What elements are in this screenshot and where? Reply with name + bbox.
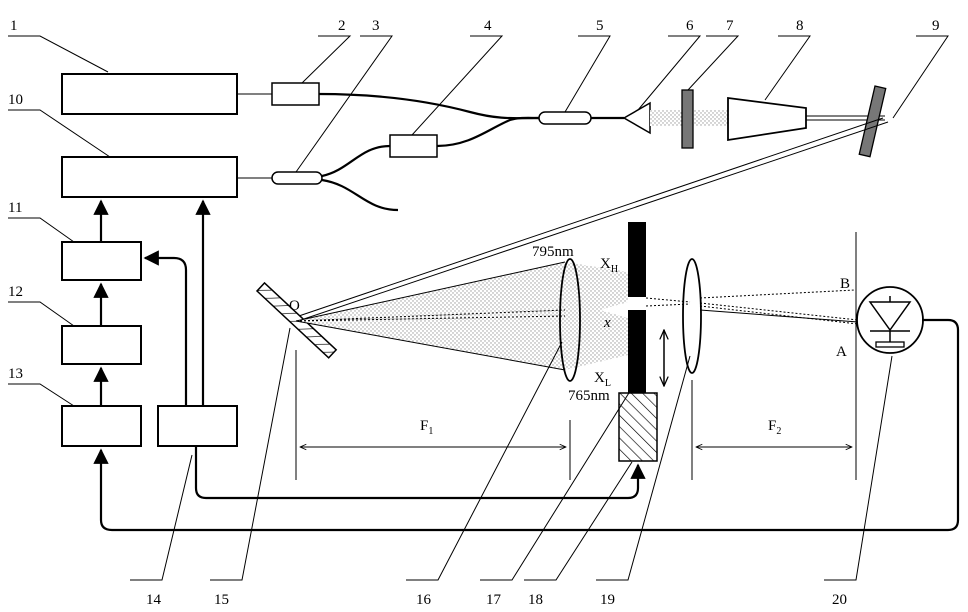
label-19: 19 xyxy=(600,592,615,608)
label-20: 20 xyxy=(832,592,847,608)
label-16: 16 xyxy=(416,592,432,608)
box-13 xyxy=(62,406,141,446)
label-4: 4 xyxy=(484,18,492,34)
slit-17-lower xyxy=(628,310,646,394)
label-9: 9 xyxy=(932,18,940,34)
label-18: 18 xyxy=(528,592,543,608)
telescope-8 xyxy=(728,98,806,140)
coupler-3 xyxy=(272,172,322,184)
point-a-label: A xyxy=(836,344,847,360)
label-10: 10 xyxy=(8,92,23,108)
box-1 xyxy=(62,74,237,114)
label-8: 8 xyxy=(796,18,804,34)
filter-7 xyxy=(682,90,693,148)
label-11: 11 xyxy=(8,200,22,216)
slit-17-upper xyxy=(628,222,646,297)
f2-label: F2 xyxy=(768,418,781,437)
label-3: 3 xyxy=(372,18,380,34)
isolator-4 xyxy=(390,135,437,157)
label-6: 6 xyxy=(686,18,694,34)
label-14: 14 xyxy=(146,592,162,608)
label-1: 1 xyxy=(10,18,18,34)
box-14 xyxy=(158,406,237,446)
point-b-label: B xyxy=(840,276,850,292)
xl-label: XL xyxy=(594,370,611,389)
collimator-6 xyxy=(624,103,650,133)
box-10 xyxy=(62,157,237,197)
wavelength-795: 795nm xyxy=(532,244,574,260)
f1-label: F1 xyxy=(420,418,433,437)
label-13: 13 xyxy=(8,366,23,382)
wavelength-765: 765nm xyxy=(568,388,610,404)
label-12: 12 xyxy=(8,284,23,300)
arrow-14-to-11 xyxy=(145,258,186,406)
box-12 xyxy=(62,326,141,364)
point-o-label: O xyxy=(289,298,300,314)
lens-19 xyxy=(683,259,701,373)
label-2: 2 xyxy=(338,18,346,34)
isolator-2 xyxy=(272,83,319,105)
label-15: 15 xyxy=(214,592,229,608)
box-11 xyxy=(62,242,141,280)
label-7: 7 xyxy=(726,18,734,34)
actuator-18 xyxy=(619,393,657,461)
x-variable: x xyxy=(603,315,611,331)
label-5: 5 xyxy=(596,18,604,34)
fiber-1 xyxy=(319,94,540,118)
coupler-5 xyxy=(539,112,591,124)
label-17: 17 xyxy=(486,592,502,608)
